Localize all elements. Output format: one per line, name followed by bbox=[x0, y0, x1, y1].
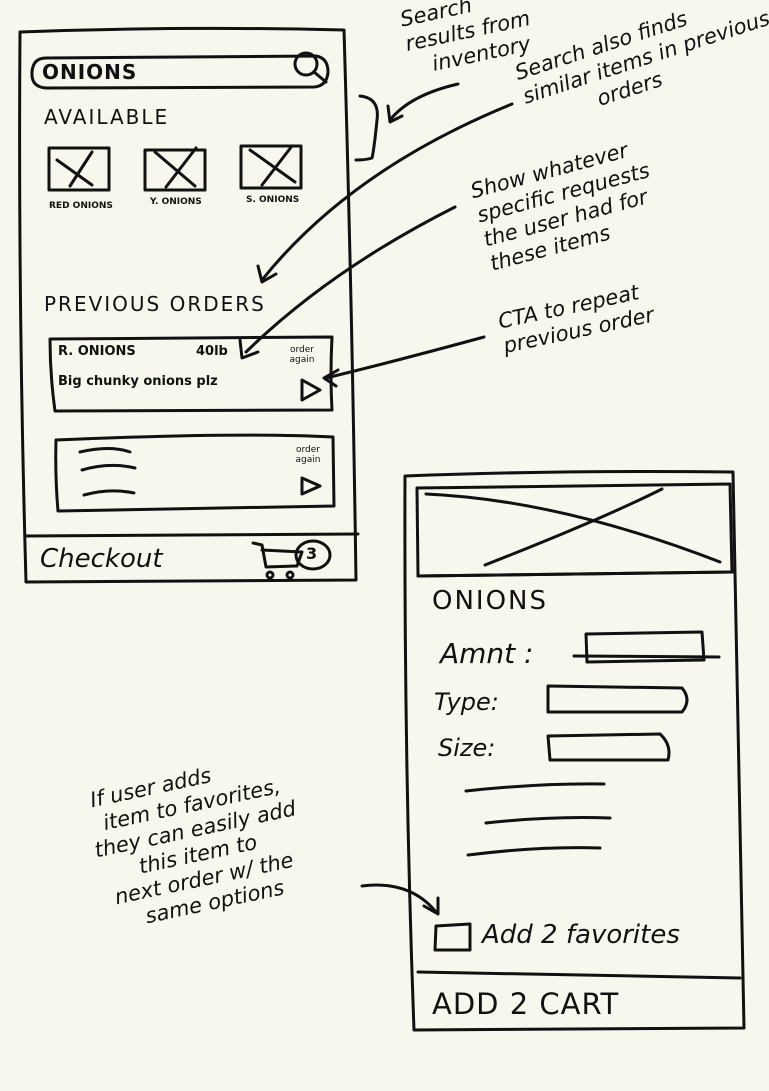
cart-divider bbox=[416, 970, 742, 980]
order-again-button[interactable]: order again bbox=[289, 345, 315, 365]
arrow-favorites bbox=[360, 883, 438, 914]
available-thumb-3 bbox=[239, 144, 303, 190]
available-thumb-1 bbox=[47, 146, 111, 192]
order-item-qty: 40lb bbox=[196, 344, 228, 359]
description-line bbox=[466, 846, 602, 857]
search-bar bbox=[30, 54, 330, 90]
order-card-2 bbox=[54, 433, 336, 513]
favorites-checkbox bbox=[433, 922, 472, 952]
available-bracket bbox=[354, 94, 379, 162]
scribble-line bbox=[82, 489, 136, 497]
arrowhead bbox=[322, 368, 340, 388]
amount-label: Amnt : bbox=[440, 637, 534, 670]
favorites-label[interactable]: Add 2 favorites bbox=[482, 920, 680, 950]
cart-count: 3 bbox=[306, 544, 318, 563]
arrowhead bbox=[238, 338, 260, 360]
size-label: Size: bbox=[438, 734, 496, 762]
description-line bbox=[484, 816, 612, 825]
play-icon-2 bbox=[300, 476, 322, 496]
amt-input-underline bbox=[572, 654, 721, 659]
amt-input bbox=[584, 630, 706, 664]
play-icon-1 bbox=[300, 378, 322, 402]
cart-icon bbox=[251, 541, 304, 580]
search-icon bbox=[293, 51, 328, 84]
available-item-label[interactable]: Y. ONIONS bbox=[150, 197, 202, 207]
image-cross-line bbox=[483, 487, 664, 567]
order-card-1 bbox=[48, 335, 334, 413]
available-item-label[interactable]: S. ONIONS bbox=[246, 195, 300, 205]
available-thumb-2 bbox=[143, 146, 207, 192]
order-again-button[interactable]: order again bbox=[295, 445, 321, 465]
available-item-label[interactable]: RED ONIONS bbox=[49, 201, 113, 211]
bottom-bar-divider bbox=[24, 532, 360, 538]
detail-divider bbox=[416, 570, 736, 578]
arrow-repeat-cta bbox=[324, 335, 486, 380]
arrow-similar-items bbox=[260, 102, 514, 282]
search-input[interactable]: ONIONS bbox=[42, 60, 138, 84]
order-item-name: R. ONIONS bbox=[58, 344, 136, 359]
previous-orders-heading: PREVIOUS ORDERS bbox=[44, 292, 266, 316]
arrow-specific-requests bbox=[244, 205, 457, 354]
product-title: ONIONS bbox=[432, 586, 548, 616]
order-special-request: Big chunky onions plz bbox=[58, 374, 218, 389]
image-cross-line bbox=[424, 492, 722, 564]
add-to-cart-button[interactable]: ADD 2 CART bbox=[432, 987, 620, 1021]
size-input bbox=[546, 732, 671, 762]
available-heading: AVAILABLE bbox=[44, 105, 170, 129]
arrowhead bbox=[386, 104, 404, 124]
type-input bbox=[546, 684, 689, 714]
screen2-frame bbox=[403, 470, 746, 1032]
arrow-search-results bbox=[388, 82, 460, 122]
scribble-line bbox=[80, 463, 137, 472]
checkout-button[interactable]: Checkout bbox=[40, 544, 163, 574]
scribble-line bbox=[78, 447, 132, 454]
cart-count-badge bbox=[294, 539, 332, 571]
arrowhead bbox=[256, 264, 278, 284]
description-line bbox=[464, 782, 606, 793]
type-label: Type: bbox=[434, 688, 499, 716]
arrowhead bbox=[422, 896, 440, 916]
